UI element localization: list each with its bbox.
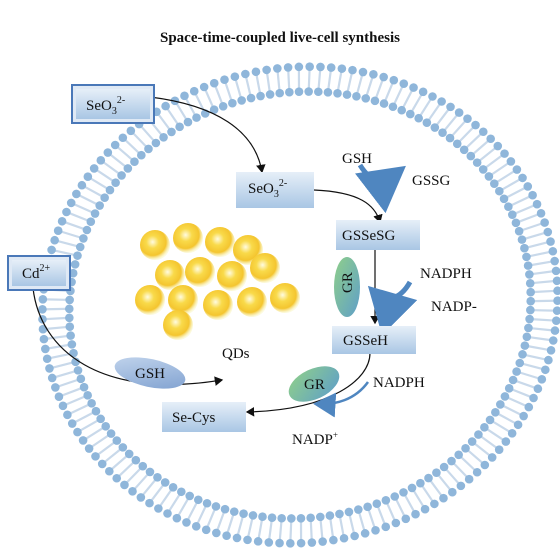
arrow-seo3-uptake — [149, 96, 266, 174]
gr-1-label: GR — [340, 272, 356, 293]
svg-text:Cd2+: Cd2+ — [22, 263, 51, 282]
gsh-enzyme: GSH — [114, 357, 186, 389]
nadph-1-label: NADPH — [420, 266, 472, 282]
nadp-2-label: NADP — [292, 432, 333, 448]
gssesg-label: GSSeSG — [342, 228, 396, 244]
cd-outside-label: Cd — [22, 266, 40, 282]
seo3-inside-sup: 2- — [279, 178, 287, 189]
quantum-dot — [140, 230, 170, 260]
seo3-outside-box: SeO32- — [71, 84, 155, 124]
quantum-dot — [135, 285, 165, 315]
quantum-dot — [203, 290, 233, 320]
quantum-dot — [168, 285, 198, 315]
gr-enzyme-1: GR — [334, 257, 360, 317]
quantum-dot — [185, 257, 215, 287]
arrow-gsh-to-gssg — [355, 163, 406, 214]
nadph-2-label: NADPH — [373, 375, 425, 391]
secys-box: Se-Cys — [162, 402, 246, 432]
cd-outside-sup: 2+ — [40, 263, 51, 274]
nadp-2-sup: + — [333, 430, 338, 440]
quantum-dot — [250, 253, 280, 283]
reaction-arrows — [32, 96, 418, 418]
qds-label: QDs — [222, 346, 250, 362]
gr-2-label: GR — [304, 377, 325, 393]
nadp-1-label: NADP- — [431, 299, 477, 315]
gsh-top-label: GSH — [342, 151, 372, 167]
arrow-nadph-to-nadp-2 — [313, 381, 370, 418]
svg-text:SeO32-: SeO32- — [86, 95, 125, 117]
seo3-outside-sub: 3 — [112, 106, 117, 117]
seo3-outside-sup: 2- — [117, 95, 125, 106]
gssesg-box: GSSeSG — [336, 220, 420, 250]
arrow-gssech-to-secys — [245, 352, 371, 417]
quantum-dot — [173, 223, 203, 253]
svg-text:NADP+: NADP+ — [292, 430, 338, 448]
cd-outside-box: Cd2+ — [7, 255, 71, 291]
svg-text:SeO32-: SeO32- — [248, 178, 287, 200]
quantum-dot — [155, 260, 185, 290]
gr-enzyme-2: GR — [288, 366, 340, 402]
gssech-box: GSSeH — [332, 326, 416, 354]
diagram-title: Space-time-coupled live-cell synthesis — [160, 30, 400, 46]
seo3-outside-label: SeO — [86, 98, 112, 114]
seo3-inside-box: SeO32- — [236, 172, 314, 208]
cell-membrane — [38, 62, 560, 548]
gssg-label: GSSG — [412, 173, 451, 189]
gssech-label: GSSeH — [343, 333, 388, 349]
quantum-dot — [237, 287, 267, 317]
quantum-dots — [135, 223, 300, 340]
quantum-dot — [217, 261, 247, 291]
quantum-dot — [205, 227, 235, 257]
seo3-inside-sub: 3 — [274, 189, 279, 200]
seo3-inside-label: SeO — [248, 181, 274, 197]
arrow-seo3-to-gssesg — [313, 189, 383, 224]
quantum-dot — [270, 283, 300, 313]
arrow-nadph-to-nadp-1 — [367, 280, 418, 336]
gsh-enzyme-label: GSH — [135, 366, 165, 382]
quantum-dot — [163, 310, 193, 340]
secys-label: Se-Cys — [172, 410, 216, 426]
